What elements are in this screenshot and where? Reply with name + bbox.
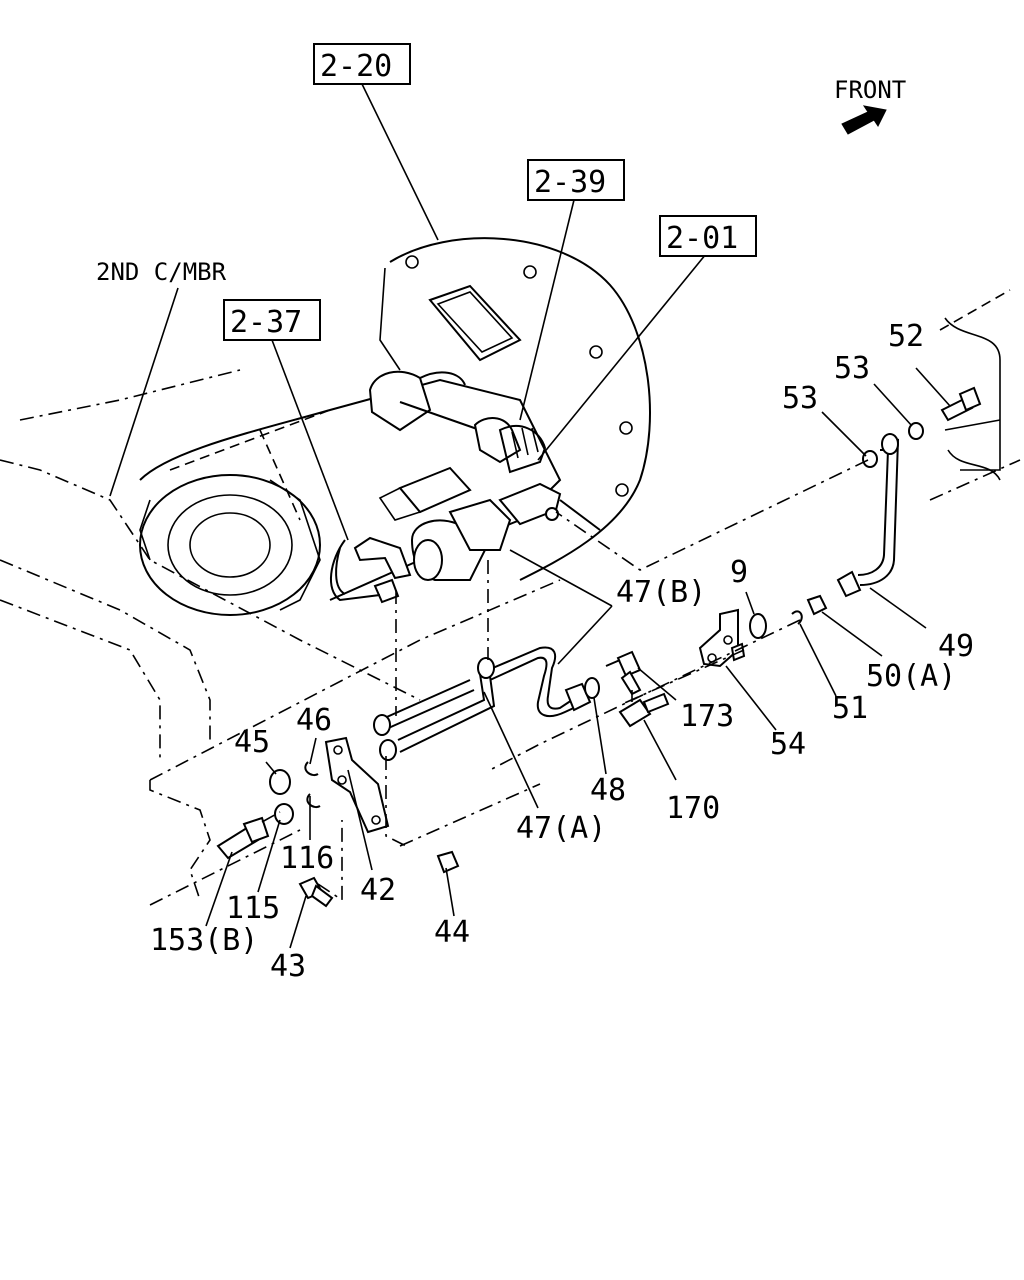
assembly-ref-2-01[interactable]: 2-01: [659, 215, 757, 257]
ref-box: [313, 43, 411, 85]
fittings: [216, 386, 982, 908]
part-number-51: 51: [832, 691, 868, 726]
part-number-116: 116: [280, 841, 334, 876]
part-number-44: 44: [434, 915, 470, 950]
part-number-42: 42: [360, 873, 396, 908]
ref-box: [223, 299, 321, 341]
part-number-47a: 47(A): [516, 811, 606, 846]
front-indicator: FRONT: [834, 76, 906, 135]
ref-box: [527, 159, 625, 201]
part-number-50a: 50(A): [866, 659, 956, 694]
part-number-53-upper: 53: [834, 351, 870, 386]
assembly-ref-2-20[interactable]: 2-20: [313, 43, 411, 85]
front-label: FRONT: [834, 76, 906, 104]
ref-label: 2-39: [534, 165, 606, 200]
pipes: [329, 433, 900, 761]
part-number-170: 170: [666, 791, 720, 826]
ref-box: [659, 215, 757, 257]
part-number-43: 43: [270, 949, 306, 984]
part-number-49: 49: [938, 629, 974, 664]
part-number-47b: 47(B): [616, 575, 706, 610]
part-callouts: 52 53 53 9 47(B) 49 50(A) 51 173 54 48 1…: [150, 319, 974, 984]
member-label: 2ND C/MBR: [96, 258, 227, 286]
part-number-9: 9: [730, 555, 748, 590]
part-number-52: 52: [888, 319, 924, 354]
ref-label: 2-20: [320, 49, 392, 84]
leader-lines: [109, 83, 951, 949]
part-number-53-lower: 53: [782, 381, 818, 416]
ref-label: 2-37: [230, 305, 302, 340]
part-number-173: 173: [680, 699, 734, 734]
assembly-ref-2-39[interactable]: 2-39: [527, 159, 625, 201]
part-number-45: 45: [234, 725, 270, 760]
front-arrow-icon: [841, 105, 887, 135]
part-number-115: 115: [226, 891, 280, 926]
part-number-153b: 153(B): [150, 923, 258, 958]
part-number-54: 54: [770, 727, 806, 762]
transmission: [139, 237, 651, 616]
assembly-ref-2-37[interactable]: 2-37: [223, 299, 321, 341]
assembly-center-lines: [261, 459, 869, 902]
chassis-frame: [0, 289, 1021, 906]
part-number-46: 46: [296, 703, 332, 738]
ref-label: 2-01: [666, 221, 738, 256]
part-number-48: 48: [590, 773, 626, 808]
